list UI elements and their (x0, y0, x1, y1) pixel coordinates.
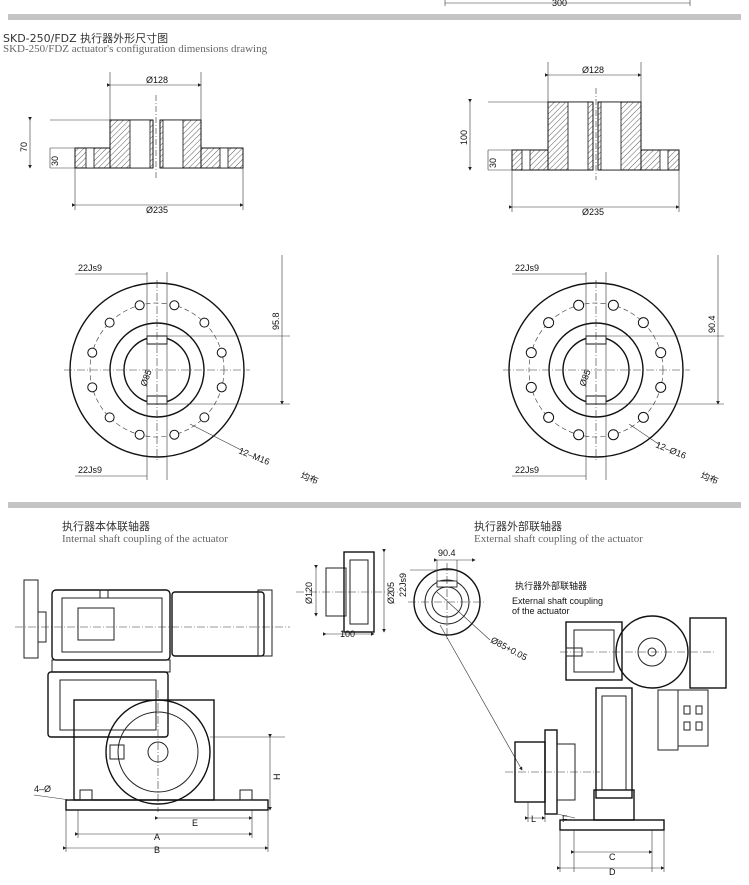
dim-A: A (154, 832, 160, 842)
bolt-hole (637, 411, 649, 423)
right-height-total: 100 (459, 130, 469, 145)
right-holes-label: 12–Ø16 (654, 440, 687, 461)
left-flange-section: Ø128 70 30 Ø235 (19, 72, 244, 215)
bolt-hole (543, 317, 555, 329)
right-shaft-dia: Ø85 (577, 368, 592, 387)
right-flange-front: 22Js9 22Js9 90.4 Ø85 12–Ø16 均布 (503, 255, 724, 487)
left-key-bottom: 22Js9 (78, 465, 102, 475)
bolt-hole (655, 347, 667, 359)
top-title-en: SKD-250/FDZ actuator's configuration dim… (3, 43, 268, 55)
bolt-hole (104, 317, 115, 328)
bolt-hole (134, 300, 145, 311)
internal-coupling-title-cn: 执行器本体联轴器 (62, 520, 150, 533)
right-bore-label: Ø128 (582, 65, 604, 75)
callout-en-2: of the actuator (512, 606, 570, 616)
left-bore-label: Ø128 (146, 75, 168, 85)
coupling-side-view: Ø120 Ø205 100 (296, 549, 400, 639)
coupling-shaft: Ø85+0.05 (489, 635, 529, 663)
bolt-hole (87, 347, 98, 358)
left-key-top: 22Js9 (78, 263, 102, 273)
left-height-total: 70 (19, 142, 29, 152)
external-coupling-drawing: 执行器外部联轴器 External shaft coupling of the … (505, 580, 727, 877)
coupling-front-view: 90.4 22Js9 Ø85+0.05 (398, 548, 529, 771)
bottom-section-band (8, 502, 741, 508)
bolt-hole (607, 299, 619, 311)
right-key-depth: 90.4 (707, 315, 717, 333)
bolt-hole (216, 382, 227, 393)
left-shaft-dia: Ø85 (138, 368, 153, 387)
bolt-hole (573, 429, 585, 441)
left-height-flange: 30 (50, 156, 60, 166)
bolt-hole (104, 412, 115, 423)
dim-E: E (192, 818, 198, 828)
top-section-band (8, 14, 741, 20)
right-distribution-label: 均布 (699, 470, 720, 487)
internal-coupling-title-en: Internal shaft coupling of the actuator (62, 533, 228, 545)
coupling-len: 100 (340, 629, 355, 639)
left-outer-dia: Ø235 (146, 205, 168, 215)
top-cut-label: 300 (552, 0, 567, 8)
dim-F: F (562, 814, 568, 824)
bolt-hole (216, 347, 227, 358)
bolt-hole (543, 411, 555, 423)
left-distribution-label: 均布 (299, 470, 320, 487)
right-key-bottom: 22Js9 (515, 465, 539, 475)
bolt-hole (199, 412, 210, 423)
left-holes-label: 12–M16 (237, 446, 271, 467)
bolt-hole (134, 429, 145, 440)
coupling-key-depth: 90.4 (438, 548, 456, 558)
external-coupling-title-en: External shaft coupling of the actuator (474, 533, 643, 545)
right-key-top: 22Js9 (515, 263, 539, 273)
bolt-hole (525, 347, 537, 359)
dim-L: L (531, 814, 536, 824)
bolt-hole (199, 317, 210, 328)
coupling-key: 22Js9 (398, 573, 408, 597)
coupling-d2: Ø205 (386, 582, 396, 604)
left-flange-front: 22Js9 22Js9 95.8 Ø85 12–M16 均布 (64, 255, 320, 487)
bolt-hole (87, 382, 98, 393)
actuator-body-drawing: H 4–Ø E A B (15, 579, 290, 855)
bolt-hole (169, 300, 180, 311)
dim-H: H (272, 774, 282, 781)
right-height-flange: 30 (488, 158, 498, 168)
right-flange-section: Ø128 100 30 Ø235 (459, 62, 680, 217)
top-title-cn: SKD-250/FDZ 执行器外形尺寸图 (3, 32, 169, 45)
dim-D: D (609, 867, 616, 877)
dim-C: C (609, 852, 616, 862)
bolt-hole (637, 317, 649, 329)
dim-B: B (154, 845, 160, 855)
bolt-hole (169, 429, 180, 440)
bolt-hole (607, 429, 619, 441)
top-cut-dimension: 300 (444, 0, 691, 8)
external-coupling-title-cn: 执行器外部联轴器 (474, 520, 562, 533)
bolt-hole (525, 381, 537, 393)
bolt-hole (655, 381, 667, 393)
callout-cn: 执行器外部联轴器 (515, 580, 587, 592)
callout-en-1: External shaft coupling (512, 596, 603, 606)
coupling-d1: Ø120 (304, 582, 314, 604)
left-key-depth: 95.8 (271, 312, 281, 330)
right-outer-dia: Ø235 (582, 207, 604, 217)
dim-mount-holes: 4–Ø (34, 784, 51, 794)
bolt-hole (573, 299, 585, 311)
